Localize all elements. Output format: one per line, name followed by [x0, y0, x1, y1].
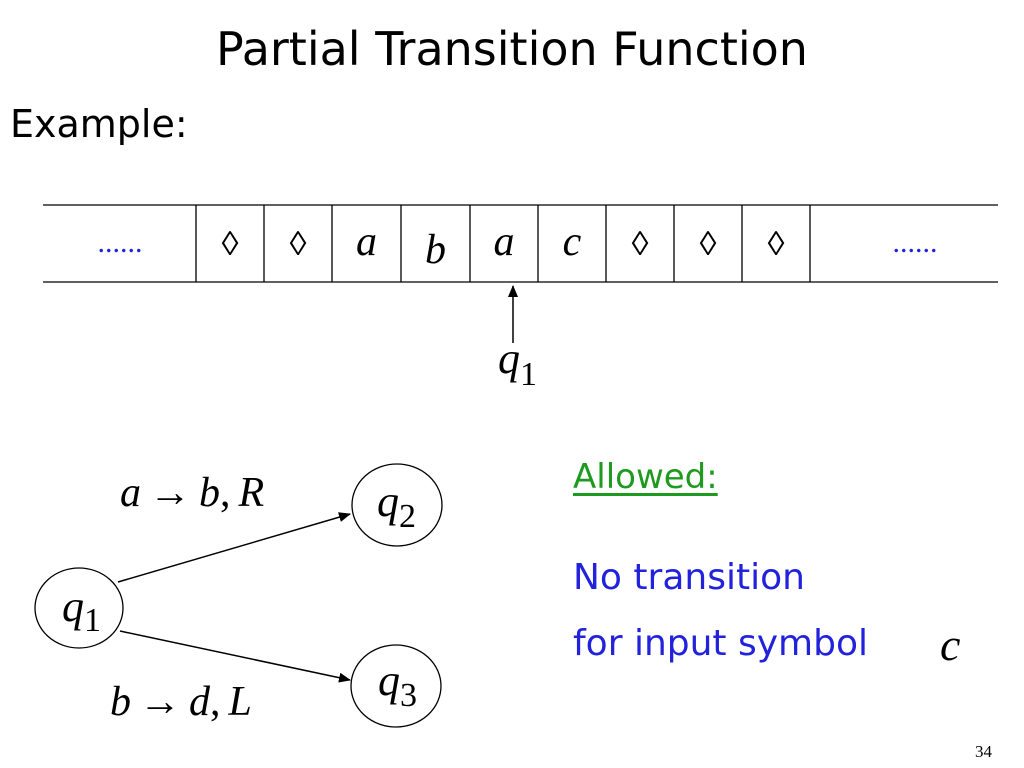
state-q2-label: q2 — [377, 477, 416, 535]
tape-left-ellipsis: ...... — [98, 226, 143, 259]
tape-cell-symbol: ◊ — [632, 226, 649, 263]
transition-2-arrow: → — [139, 679, 181, 725]
tape-dividers — [195, 205, 811, 282]
state-q3-symbol: q — [378, 656, 400, 705]
tape-cell-symbol: ◊ — [700, 226, 717, 263]
state-diagram: q1 q2 q3 a→b,R b→d,L — [34, 463, 443, 728]
page-number: 34 — [975, 742, 992, 761]
transition-1-arrow: → — [149, 470, 191, 516]
state-q2-subscript: 2 — [399, 498, 416, 535]
state-q3-label: q3 — [378, 656, 417, 714]
transition-arrow-q1-q3 — [119, 630, 351, 683]
transition-2-comma: , — [210, 679, 221, 725]
state-q1-circle — [34, 567, 124, 649]
transition-1-write: b — [199, 470, 220, 516]
transition-1-comma: , — [220, 470, 231, 516]
state-q3-circle — [350, 644, 442, 728]
tape-cell-symbol: a — [494, 219, 515, 265]
state-q1-subscript: 1 — [84, 602, 101, 639]
transition-label-b-d-L: b→d,L — [110, 679, 252, 725]
tape-cell-symbol: ◊ — [768, 226, 785, 263]
state-q1-label: q1 — [62, 582, 101, 639]
note-line-2: for input symbol — [573, 623, 868, 664]
head-state-symbol: q — [498, 334, 520, 383]
transition-2-read: b — [110, 679, 131, 725]
tape-cell-symbol: ◊ — [222, 226, 239, 263]
transition-2-move: L — [228, 679, 252, 725]
allowed-heading: Allowed: — [573, 457, 718, 497]
tape-cell-symbol: b — [425, 227, 446, 273]
state-q2-symbol: q — [377, 477, 399, 526]
tape-cells: ◊ ◊ a b a c ◊ ◊ ◊ — [222, 219, 785, 273]
tape-cell-symbol: ◊ — [290, 226, 307, 263]
example-label: Example: — [10, 102, 188, 146]
head-state-subscript: 1 — [520, 356, 537, 393]
state-q1-symbol: q — [62, 582, 84, 631]
transition-arrow-q1-q2 — [117, 512, 351, 583]
transition-2-write: d — [189, 679, 211, 725]
note-line-1: No transition — [573, 557, 805, 598]
tape-cell-symbol: a — [356, 219, 377, 265]
transition-1-read: a — [120, 470, 141, 516]
transition-label-a-b-R: a→b,R — [120, 470, 264, 516]
tape: ...... ...... ◊ ◊ a b a c ◊ ◊ ◊ — [43, 204, 998, 283]
state-q3-subscript: 3 — [400, 677, 417, 714]
state-q2-circle — [351, 463, 443, 547]
tape-right-ellipsis: ...... — [893, 226, 938, 259]
transition-1-move: R — [238, 470, 265, 516]
slide-title: Partial Transition Function — [216, 22, 808, 76]
head-state-label: q1 — [498, 334, 537, 393]
tape-head: q1 — [498, 285, 537, 393]
tape-cell-symbol: c — [563, 219, 582, 265]
note-symbol: c — [940, 619, 961, 670]
